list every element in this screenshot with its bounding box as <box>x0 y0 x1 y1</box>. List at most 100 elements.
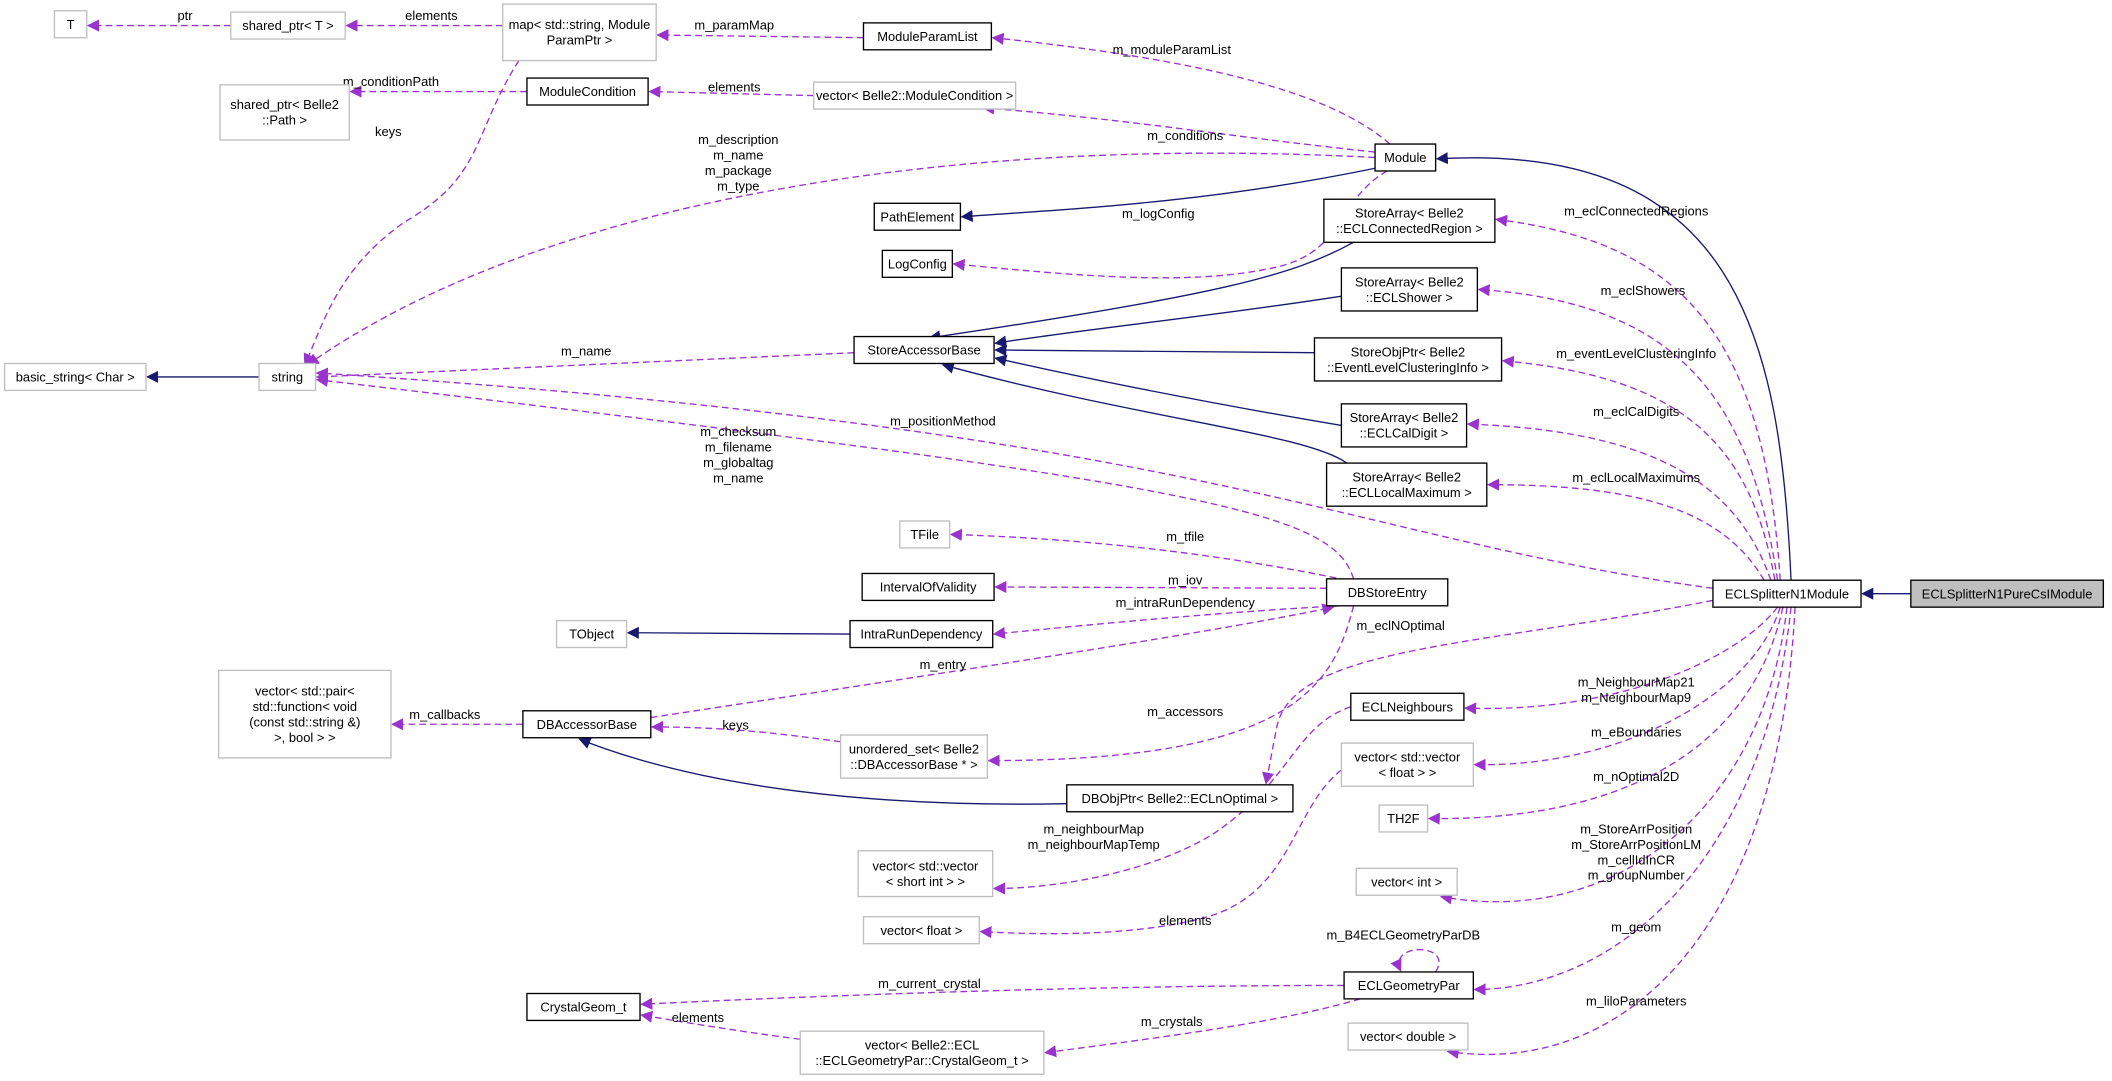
class-node-SA_Shower[interactable]: StoreArray< Belle2::ECLShower > <box>1340 267 1479 312</box>
class-box[interactable] <box>862 22 993 51</box>
class-node-CrystalGeom_t[interactable]: CrystalGeom_t <box>526 992 641 1022</box>
class-box[interactable] <box>857 850 994 898</box>
class-box[interactable] <box>219 84 350 141</box>
class-node-vec_pair[interactable]: vector< std::pair<std::function< void(co… <box>217 669 392 759</box>
class-node-StoreAccessorBase[interactable]: StoreAccessorBase <box>853 335 995 365</box>
class-box[interactable] <box>899 520 951 549</box>
class-box[interactable] <box>853 335 995 365</box>
class-node-ECLSplitterN1Module[interactable]: ECLSplitterN1Module <box>1712 579 1862 608</box>
edge-label-line: m_filename <box>705 440 772 455</box>
class-box[interactable] <box>849 619 994 649</box>
class-node-vec_vec_short[interactable]: vector< std::vector< short int > > <box>857 850 994 898</box>
class-node-DBAccessorBase[interactable]: DBAccessorBase <box>522 710 652 739</box>
class-node-SA_LocalMaximum[interactable]: StoreArray< Belle2::ECLLocalMaximum > <box>1325 462 1488 507</box>
class-node-shared_ptr_Path[interactable]: shared_ptr< Belle2::Path > <box>219 84 350 141</box>
class-node-unordered_set[interactable]: unordered_set< Belle2::DBAccessorBase * … <box>839 734 989 779</box>
class-node-LogConfig[interactable]: LogConfig <box>881 249 954 278</box>
edge-Module-to-ModuleParamList: m_moduleParamList <box>991 32 1391 145</box>
class-node-IntraRunDependency[interactable]: IntraRunDependency <box>849 619 994 649</box>
class-node-DBStoreEntry[interactable]: DBStoreEntry <box>1325 578 1449 607</box>
class-box[interactable] <box>1323 198 1496 243</box>
class-node-Module[interactable]: Module <box>1374 143 1437 172</box>
edge-ECLSplitterN1Module-to-vec_double: m_liloParameters <box>1446 607 1796 1060</box>
class-node-basic_string[interactable]: basic_string< Char > <box>3 362 147 392</box>
class-box[interactable] <box>1340 403 1468 448</box>
class-node-TH2F[interactable]: TH2F <box>1378 804 1429 833</box>
class-box[interactable] <box>873 202 962 231</box>
class-box[interactable] <box>1910 579 2105 608</box>
edge-label-line: m_iov <box>1168 572 1203 587</box>
class-box[interactable] <box>1325 578 1449 607</box>
class-name-line: StoreArray< Belle2 <box>1355 206 1464 221</box>
class-node-ECLGeometryPar[interactable]: ECLGeometryPar <box>1343 971 1474 1000</box>
class-node-TObject[interactable]: TObject <box>555 619 628 649</box>
class-box[interactable] <box>1313 337 1503 382</box>
class-box[interactable] <box>881 249 954 278</box>
class-node-DBObjPtr[interactable]: DBObjPtr< Belle2::ECLnOptimal > <box>1066 784 1294 813</box>
class-box[interactable] <box>230 11 346 40</box>
class-box[interactable] <box>258 362 317 392</box>
class-box[interactable] <box>502 3 657 62</box>
class-name: DBObjPtr< Belle2::ECLnOptimal > <box>1082 791 1279 806</box>
class-box[interactable] <box>1340 742 1474 787</box>
class-node-SO_EventLevel[interactable]: StoreObjPtr< Belle2::EventLevelClusterin… <box>1313 337 1503 382</box>
class-box[interactable] <box>839 734 989 779</box>
class-node-PathElement[interactable]: PathElement <box>873 202 962 231</box>
edge-label-line: elements <box>405 8 457 23</box>
class-box[interactable] <box>1343 971 1474 1000</box>
class-box[interactable] <box>1066 784 1294 813</box>
class-node-TFile[interactable]: TFile <box>899 520 951 549</box>
class-node-SA_CalDigit[interactable]: StoreArray< Belle2::ECLCalDigit > <box>1340 403 1468 448</box>
class-node-ModuleCondition[interactable]: ModuleCondition <box>526 77 649 106</box>
class-box[interactable] <box>799 1030 1045 1075</box>
class-node-vec_int[interactable]: vector< int > <box>1355 867 1458 896</box>
class-box[interactable] <box>1350 692 1465 721</box>
class-box[interactable] <box>526 77 649 106</box>
class-box[interactable] <box>1347 1022 1469 1051</box>
edge-ECLSplitterN1Module-to-SA_Shower: m_eclShowers <box>1477 283 1779 581</box>
class-node-ECLNeighbours[interactable]: ECLNeighbours <box>1350 692 1465 721</box>
class-box[interactable] <box>1355 867 1458 896</box>
usage-arrow <box>1439 607 1788 905</box>
class-box[interactable] <box>1325 462 1488 507</box>
class-box[interactable] <box>3 362 147 392</box>
class-box[interactable] <box>555 619 628 649</box>
class-name-line: DBObjPtr< Belle2::ECLnOptimal > <box>1082 791 1279 806</box>
class-box[interactable] <box>813 81 1017 110</box>
class-name-line: ECLGeometryPar <box>1358 978 1461 993</box>
class-node-ModuleParamList[interactable]: ModuleParamList <box>862 22 993 51</box>
class-node-vec_double[interactable]: vector< double > <box>1347 1022 1469 1051</box>
edge-label-line: m_StoreArrPosition <box>1580 821 1692 836</box>
class-box[interactable] <box>1374 143 1437 172</box>
class-name-line: >, bool > > <box>274 730 335 745</box>
class-box[interactable] <box>1712 579 1862 608</box>
class-box[interactable] <box>861 572 995 602</box>
class-box[interactable] <box>526 992 641 1022</box>
edge-label-line: m_eventLevelClusteringInfo <box>1556 346 1716 361</box>
class-box[interactable] <box>1378 804 1429 833</box>
class-box[interactable] <box>53 10 88 39</box>
class-node-string[interactable]: string <box>258 362 317 392</box>
class-node-vec_float[interactable]: vector< float > <box>862 916 980 945</box>
class-node-ECLSplitterN1PureCsIModule[interactable]: ECLSplitterN1PureCsIModule <box>1910 579 2105 608</box>
class-node-SA_ConnectedRegion[interactable]: StoreArray< Belle2::ECLConnectedRegion > <box>1323 198 1496 243</box>
class-box[interactable] <box>862 916 980 945</box>
class-name: ECLSplitterN1PureCsIModule <box>1922 586 2093 601</box>
class-name-line: PathElement <box>880 209 954 224</box>
class-node-T[interactable]: T <box>53 10 88 39</box>
class-box[interactable] <box>217 669 392 759</box>
class-node-vec_CrystalGeom[interactable]: vector< Belle2::ECL::ECLGeometryPar::Cry… <box>799 1030 1045 1075</box>
class-node-IntervalOfValidity[interactable]: IntervalOfValidity <box>861 572 995 602</box>
class-box[interactable] <box>522 710 652 739</box>
class-name-line: vector< int > <box>1371 874 1442 889</box>
edge-label-line: m_moduleParamList <box>1113 42 1232 57</box>
class-node-vec_vec_float[interactable]: vector< std::vector< float > > <box>1340 742 1474 787</box>
class-name-line: StoreArray< Belle2 <box>1350 410 1459 425</box>
class-node-shared_ptr_T[interactable]: shared_ptr< T > <box>230 11 346 40</box>
class-box[interactable] <box>1340 267 1479 312</box>
class-node-vec_ModuleCondition[interactable]: vector< Belle2::ModuleCondition > <box>813 81 1017 110</box>
edge-DBStoreEntry-to-IntervalOfValidity: m_iov <box>994 572 1327 594</box>
